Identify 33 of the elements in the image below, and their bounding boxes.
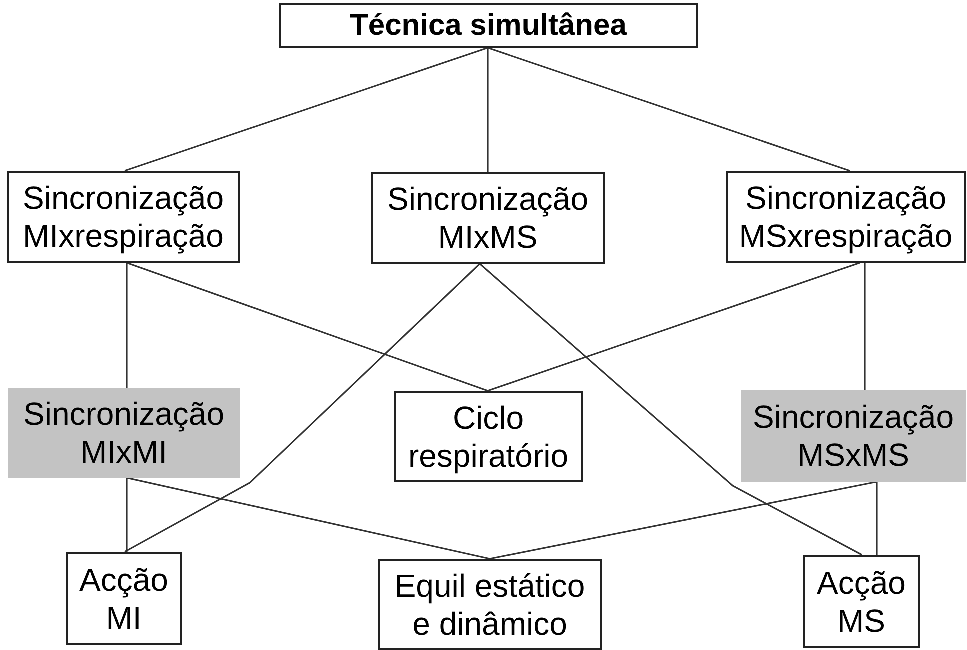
connector-line [490,481,878,560]
process-box [378,559,602,650]
connector-line [126,262,488,392]
connector-line [126,263,128,388]
process-box [394,391,583,482]
process-box [66,552,182,645]
node-label: Sincronização MSxMS [752,398,955,474]
process-box [803,555,920,648]
node-label: Acção MS [816,564,907,640]
node-label: Sincronização MSxrespiração [738,179,954,255]
connector-line [124,47,488,172]
node-label: Técnica simultânea [350,8,627,44]
connector-line [488,47,850,172]
connector-line [124,263,481,553]
shaded-box [741,390,966,482]
connector-line [876,482,878,555]
node-label: Ciclo respiratório [407,398,570,474]
node-label: Sincronização MIxMS [386,180,590,256]
shaded-box [8,388,240,478]
node-label: Sincronização MIxrespiração [22,179,225,255]
process-box [7,171,240,263]
process-box [279,3,698,48]
node-label: Acção MI [78,560,170,636]
node-label: Sincronização MIxMI [22,395,226,471]
connector-line [864,263,866,390]
connector-line [126,478,128,552]
connector-line [126,477,490,560]
process-box [371,172,605,264]
node-label: Equil estático e dinâmico [394,566,586,642]
connector-line [479,263,862,556]
process-box [726,171,966,263]
connector-line [487,48,489,172]
connector-line [488,262,860,392]
